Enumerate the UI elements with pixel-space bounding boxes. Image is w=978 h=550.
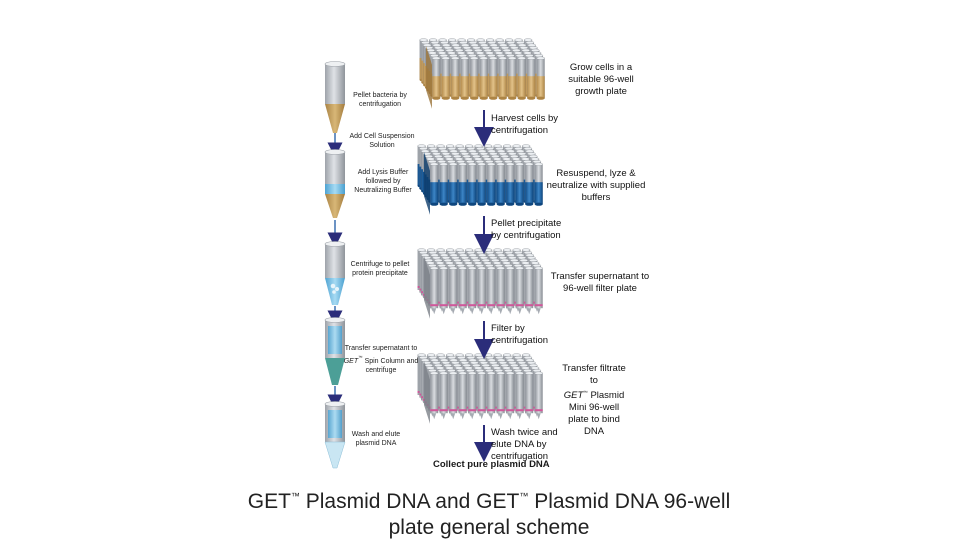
spin-column bbox=[324, 317, 346, 385]
tube-centrifuge bbox=[324, 241, 346, 305]
plate-step-grow: Grow cells in a suitable 96-well growth … bbox=[568, 62, 634, 97]
filter-plate bbox=[417, 248, 543, 319]
tube-step-6: Wash and elute plasmid DNA bbox=[351, 431, 401, 447]
figure-caption: GET™ Plasmid DNA and GET™ Plasmid DNA 96… bbox=[247, 490, 731, 539]
growth-plate bbox=[419, 38, 545, 109]
tube-pellet bbox=[324, 61, 346, 133]
tube-step-3: Add Lysis Buffer followed by Neutralizin… bbox=[354, 169, 412, 194]
tube-elute bbox=[324, 401, 346, 469]
tube-step-1: Pellet bacteria by centrifugation bbox=[353, 92, 407, 108]
arrow-step-harvest: Harvest cells by centrifugation bbox=[491, 113, 559, 136]
arrow-step-wash: Wash twice and elute DNA by centrifugati… bbox=[491, 427, 558, 462]
arrow-step-filter: Filter by centrifugation bbox=[491, 323, 549, 346]
arrow-step-pellet: Pellet precipitate by centrifugation bbox=[491, 218, 562, 241]
binding-plate bbox=[417, 353, 543, 424]
plate-step-filter: Transfer supernatant to 96-well filter p… bbox=[550, 271, 650, 294]
lysis-plate bbox=[417, 144, 543, 215]
collect-label: Collect pure plasmid DNA bbox=[433, 459, 550, 470]
tube-step-2: Add Cell Suspension Solution bbox=[349, 133, 415, 149]
tube-step-5: Transfer supernatant to GET™ Spin Column… bbox=[343, 345, 419, 374]
plate-step-resuspend: Resuspend, lyze & neutralize with suppli… bbox=[546, 168, 646, 203]
plate-step-bind: Transfer filtrate to GET™ Plasmid Mini 9… bbox=[562, 363, 626, 437]
tube-lysis bbox=[324, 149, 346, 218]
tube-step-4: Centrifuge to pellet protein precipitate bbox=[350, 261, 410, 277]
